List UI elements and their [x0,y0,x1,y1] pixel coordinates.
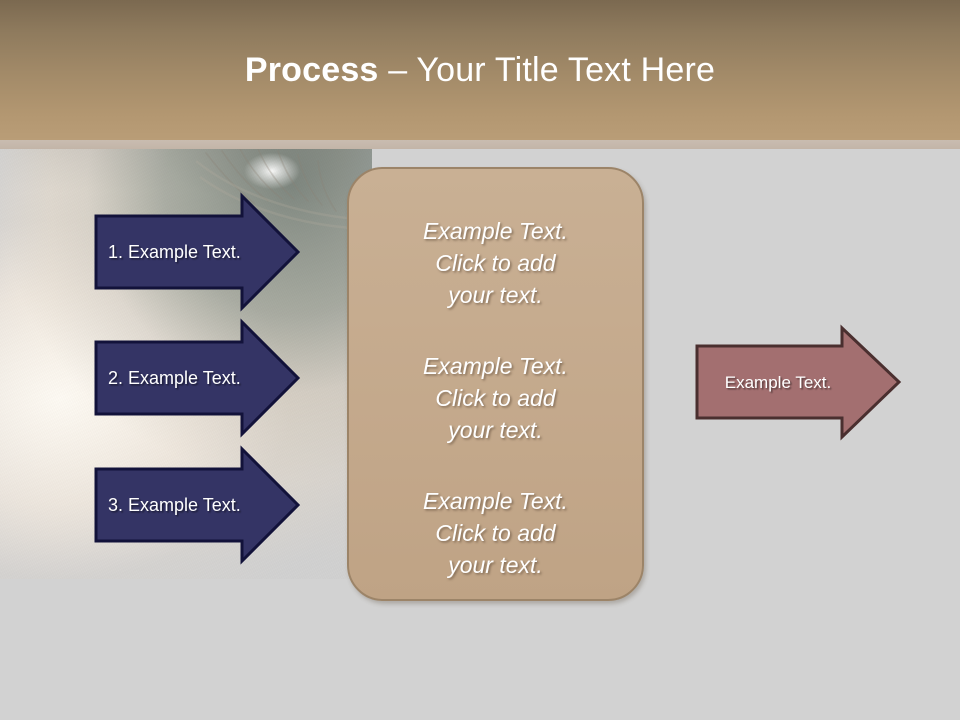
arrow-right-shape-icon [94,318,301,438]
panel-block-3-line-2: Click to add [435,520,556,546]
panel-block-1-line-2: Click to add [435,250,556,276]
eyelash-strokes [196,149,365,231]
arrow-right-shape-icon [94,192,301,312]
process-arrow-3[interactable]: 3. Example Text. [94,445,301,565]
arrow-right-shape-icon [94,445,301,565]
page-title-strong: Process [244,51,379,89]
center-content-panel[interactable]: Example Text. Click to add your text. Ex… [347,167,644,601]
panel-block-3-line-1: Example Text. [423,488,568,514]
result-arrow[interactable]: Example Text. [695,324,902,441]
page-title-rest: – Your Title Text Here [378,51,716,89]
panel-block-2-line-3: your text. [448,417,543,443]
slide-header-band [0,0,960,140]
panel-block-2-line-1: Example Text. [423,353,568,379]
panel-block-1-line-1: Example Text. [423,218,568,244]
panel-block-2-line-2: Click to add [435,385,556,411]
panel-text-block-3[interactable]: Example Text. Click to add your text. [371,485,620,581]
panel-text-block-1[interactable]: Example Text. Click to add your text. [371,215,620,311]
panel-block-3-line-3: your text. [448,552,543,578]
process-arrow-2[interactable]: 2. Example Text. [94,318,301,438]
panel-block-1-line-3: your text. [448,282,543,308]
arrow-right-shape-icon [695,324,902,441]
page-title: Process – Your Title Text Here [0,48,960,92]
header-underline-strip [0,140,960,149]
process-arrow-1[interactable]: 1. Example Text. [94,192,301,312]
panel-text-block-2[interactable]: Example Text. Click to add your text. [371,350,620,446]
